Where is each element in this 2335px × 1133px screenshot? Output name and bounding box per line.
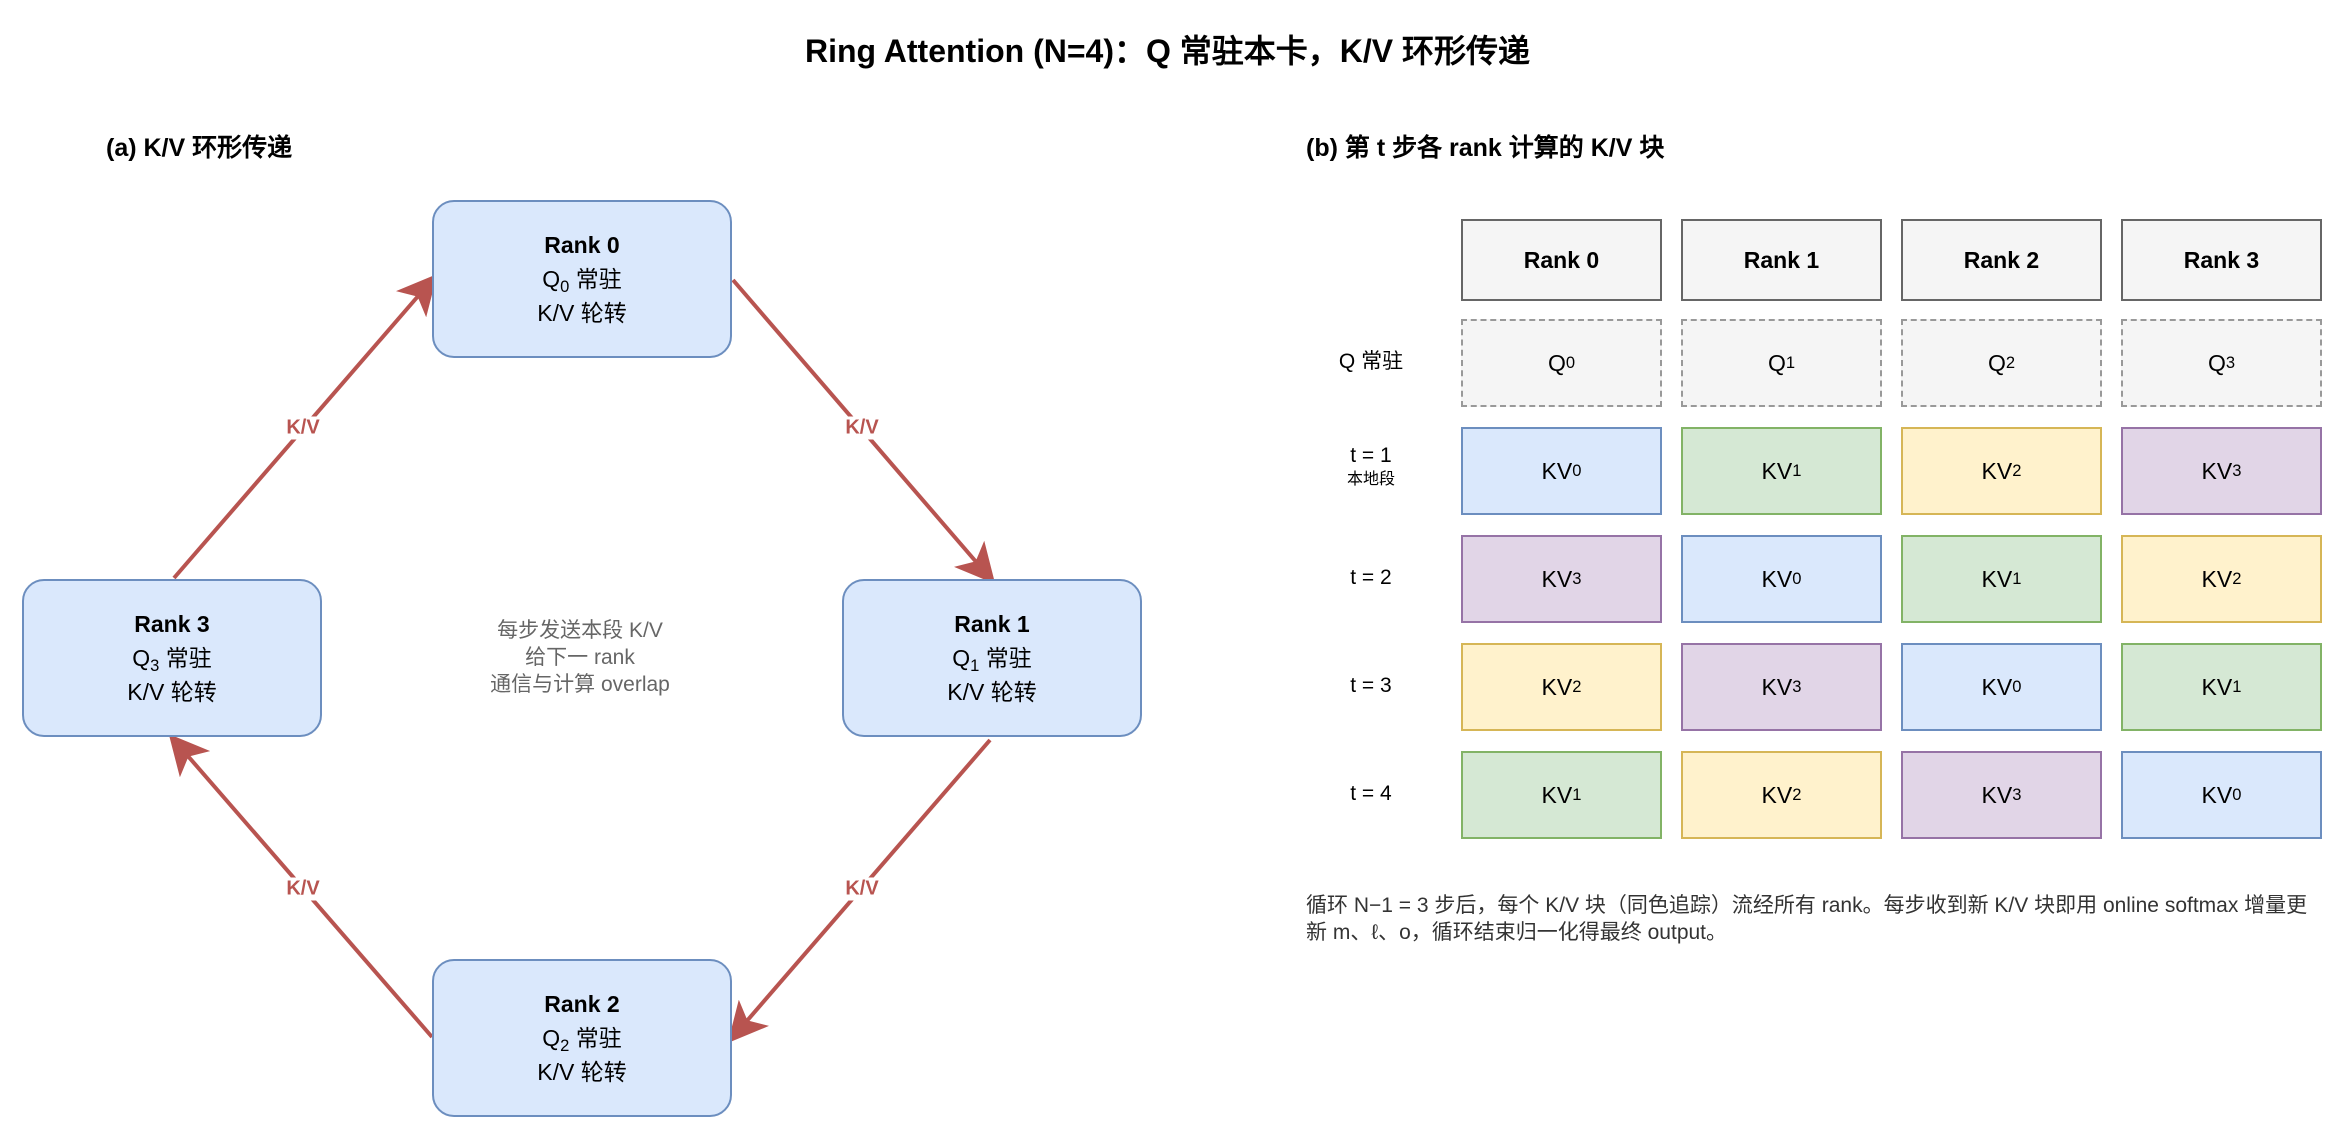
rank-name: Rank 2: [544, 991, 620, 1017]
column-header-rank-2: Rank 2: [1901, 219, 2102, 301]
column-header-rank-3: Rank 3: [2121, 219, 2322, 301]
row-sublabel: 本地段: [1346, 471, 1395, 488]
rank-0-node: Rank 0 Q0 常驻 K/V 轮转: [432, 200, 732, 358]
arrow-label-0-1: K/V: [841, 416, 883, 440]
row-label-q: Q 常驻: [1338, 350, 1404, 373]
caption: 循环 N−1 = 3 步后，每个 K/V 块（同色追踪）流经所有 rank。每步…: [1306, 894, 2308, 944]
kv-rotate: K/V 轮转: [947, 679, 1037, 705]
arrow-label-1-2: K/V: [841, 877, 883, 901]
rank-name: Rank 3: [134, 611, 210, 637]
kv-rotate: K/V 轮转: [127, 679, 217, 705]
q-resident: Q2 常驻: [542, 1025, 622, 1055]
column-header-rank-0: Rank 0: [1461, 219, 1662, 301]
rank-name: Rank 0: [544, 232, 620, 258]
page-title: Ring Attention (N=4)：Q 常驻本卡，K/V 环形传递: [804, 33, 1531, 69]
arrow-label-2-3: K/V: [282, 877, 324, 901]
arrow-label-3-0: K/V: [282, 416, 324, 440]
panel-a-title: (a) K/V 环形传递: [106, 134, 293, 162]
kv-rotate: K/V 轮转: [537, 300, 627, 326]
row-label-text: t = 1: [1350, 444, 1392, 467]
q-resident: Q1 常驻: [952, 645, 1032, 675]
row-label-t3: t = 3: [1306, 673, 1436, 699]
rank-name: Rank 1: [954, 611, 1030, 637]
row-label-text: t = 3: [1350, 674, 1392, 697]
panel-b-title: (b) 第 t 步各 rank 计算的 K/V 块: [1306, 134, 1665, 162]
rank-2-node: Rank 2 Q2 常驻 K/V 轮转: [432, 959, 732, 1117]
rank-1-node: Rank 1 Q1 常驻 K/V 轮转: [842, 579, 1142, 737]
column-header-rank-1: Rank 1: [1681, 219, 1882, 301]
row-label-text: t = 4: [1350, 782, 1392, 805]
q-resident: Q3 常驻: [132, 645, 212, 675]
row-label-t4: t = 4: [1306, 781, 1436, 807]
rank-3-node: Rank 3 Q3 常驻 K/V 轮转: [22, 579, 322, 737]
center-note-line: 通信与计算 overlap: [490, 673, 670, 696]
kv-rotate: K/V 轮转: [537, 1059, 627, 1085]
center-note: 每步发送本段 K/V 给下一 rank 通信与计算 overlap: [430, 617, 730, 698]
row-label-t2: t = 2: [1306, 565, 1436, 591]
center-note-line: 每步发送本段 K/V: [497, 619, 663, 642]
center-note-line: 给下一 rank: [525, 646, 635, 669]
row-label-text: t = 2: [1350, 566, 1392, 589]
q-resident: Q0 常驻: [542, 266, 622, 296]
row-label-t1: t = 1 本地段: [1306, 443, 1436, 491]
